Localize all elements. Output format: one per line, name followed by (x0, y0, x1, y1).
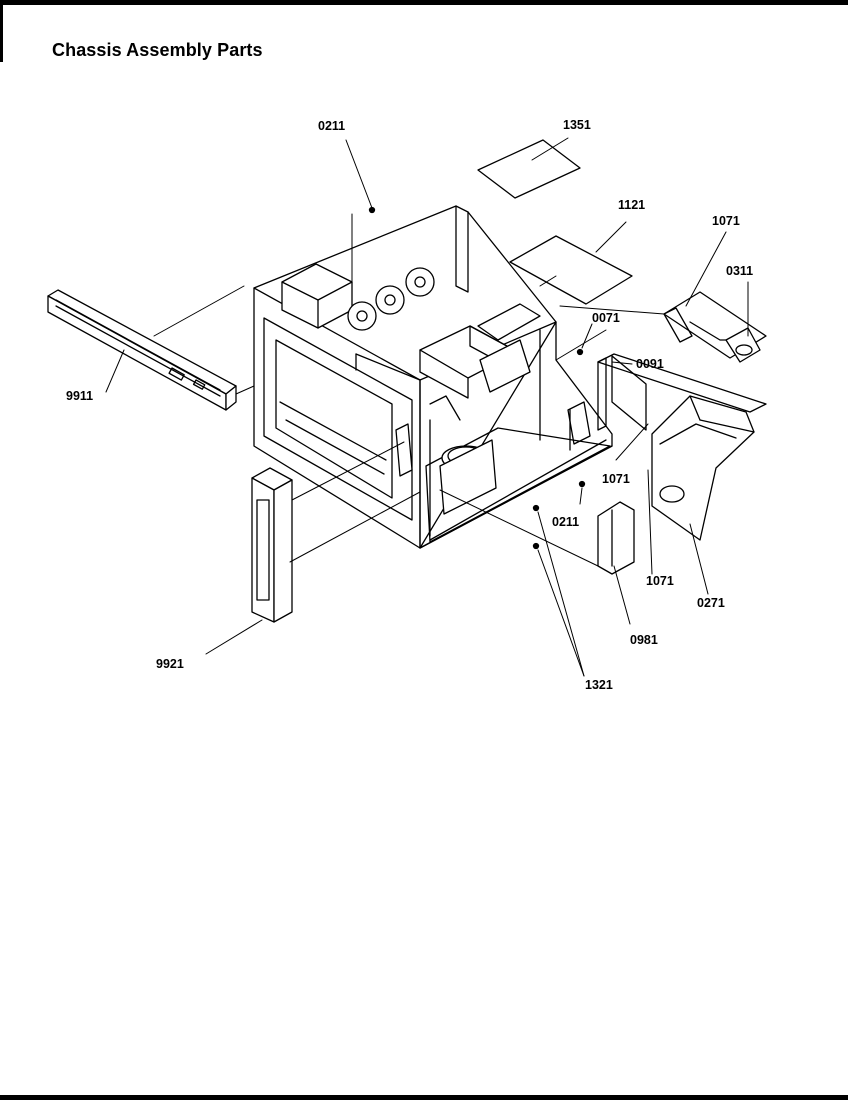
page-title: Chassis Assembly Parts (52, 40, 263, 60)
part-0311-latch (726, 328, 760, 362)
page-frame-left (0, 0, 3, 62)
part-1121-sheet (510, 236, 632, 304)
part-0271-duct (652, 396, 754, 540)
part-0981-bracket (598, 502, 634, 574)
callout-0271: 0271 (697, 596, 725, 610)
callout-0091: 0091 (636, 357, 664, 371)
callout-0071: 0071 (592, 311, 620, 325)
part-0091-bracket (598, 354, 766, 430)
callout-1071-low: 1071 (646, 574, 674, 588)
leader-lines (106, 138, 748, 676)
screw-1321-a (534, 506, 539, 511)
callout-9921: 9921 (156, 657, 184, 671)
part-1351-sheet (478, 140, 580, 198)
callout-0211-top: 0211 (318, 119, 346, 133)
screw-1321-b (534, 544, 539, 549)
callout-0981: 0981 (630, 633, 658, 647)
callout-0211-mid: 0211 (552, 515, 580, 529)
screw-0211-mid (580, 482, 585, 487)
page-frame-top (0, 0, 848, 5)
callout-0311: 0311 (726, 264, 754, 278)
part-9911-trim-bar (48, 290, 236, 410)
callout-1321: 1321 (585, 678, 613, 692)
callout-9911: 9911 (66, 389, 94, 403)
callout-1121: 1121 (618, 198, 646, 212)
part-chassis-frame (254, 206, 612, 548)
part-9921-side-trim (252, 468, 292, 622)
callout-1351: 1351 (563, 118, 591, 132)
callout-1071-mid: 1071 (602, 472, 630, 486)
screw-0071 (578, 350, 583, 355)
page-frame-bottom (0, 1095, 848, 1100)
callout-1071-top: 1071 (712, 214, 740, 228)
